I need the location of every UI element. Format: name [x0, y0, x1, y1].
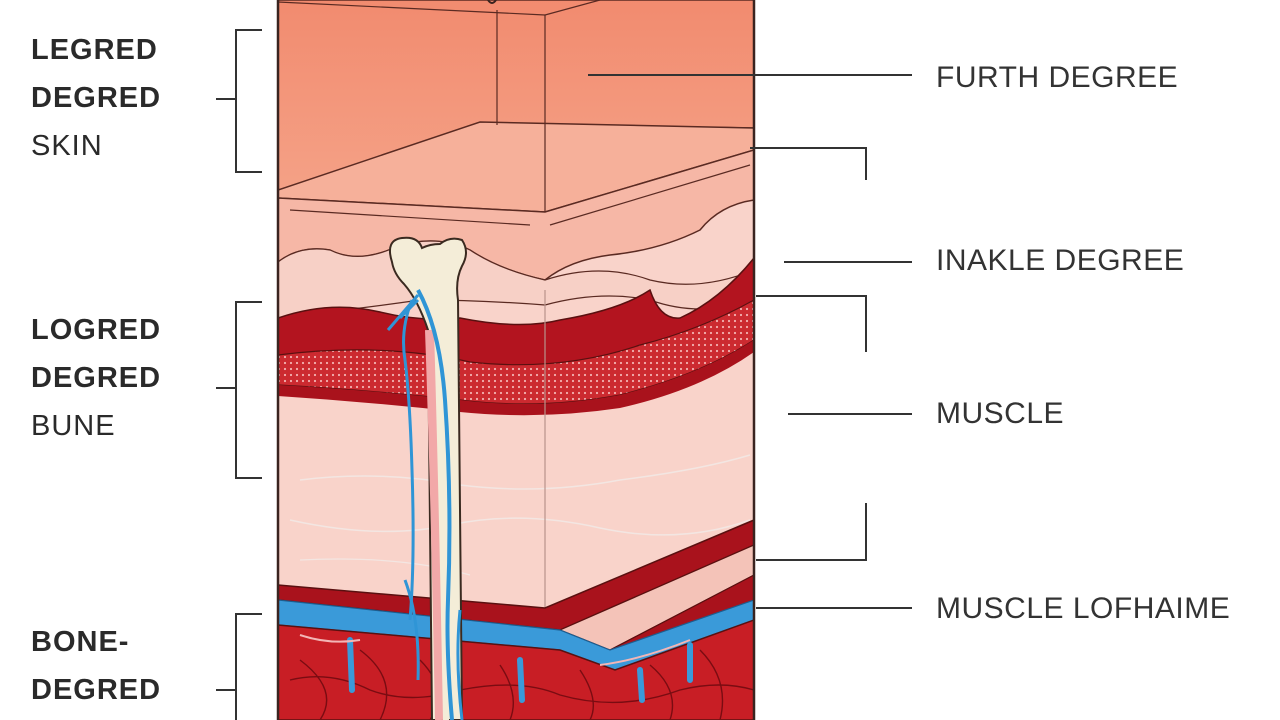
left-label-degred-1: DEGRED [31, 82, 162, 114]
left-label-bune: BUNE [31, 410, 116, 442]
right-label-furth-degree: FURTH DEGREE [936, 61, 1179, 94]
right-label-muscle: MUSCLE [936, 397, 1065, 430]
right-label-inakle-degree: INAKLE DEGREE [936, 244, 1185, 277]
muscle-layer [278, 619, 754, 720]
left-label-bone: BONE- [31, 626, 130, 658]
left-label-legred: LEGRED [31, 34, 158, 66]
left-bracket-bone-degree [216, 613, 262, 720]
left-label-skin: SKIN [31, 130, 103, 162]
left-bracket-bone [216, 301, 262, 479]
left-label-degred-3: DEGRED [31, 674, 162, 706]
left-bracket-skin [216, 29, 262, 173]
vessel-lines [416, 289, 454, 720]
right-leader-lines [588, 74, 912, 609]
subcutaneous-boundary [278, 519, 754, 631]
epidermis-front-face [278, 121, 754, 213]
left-label-logred: LOGRED [31, 314, 162, 346]
left-label-degred-2: DEGRED [31, 362, 162, 394]
right-label-muscle-lofhaime: MUSCLE LOFHAIME [936, 592, 1231, 625]
